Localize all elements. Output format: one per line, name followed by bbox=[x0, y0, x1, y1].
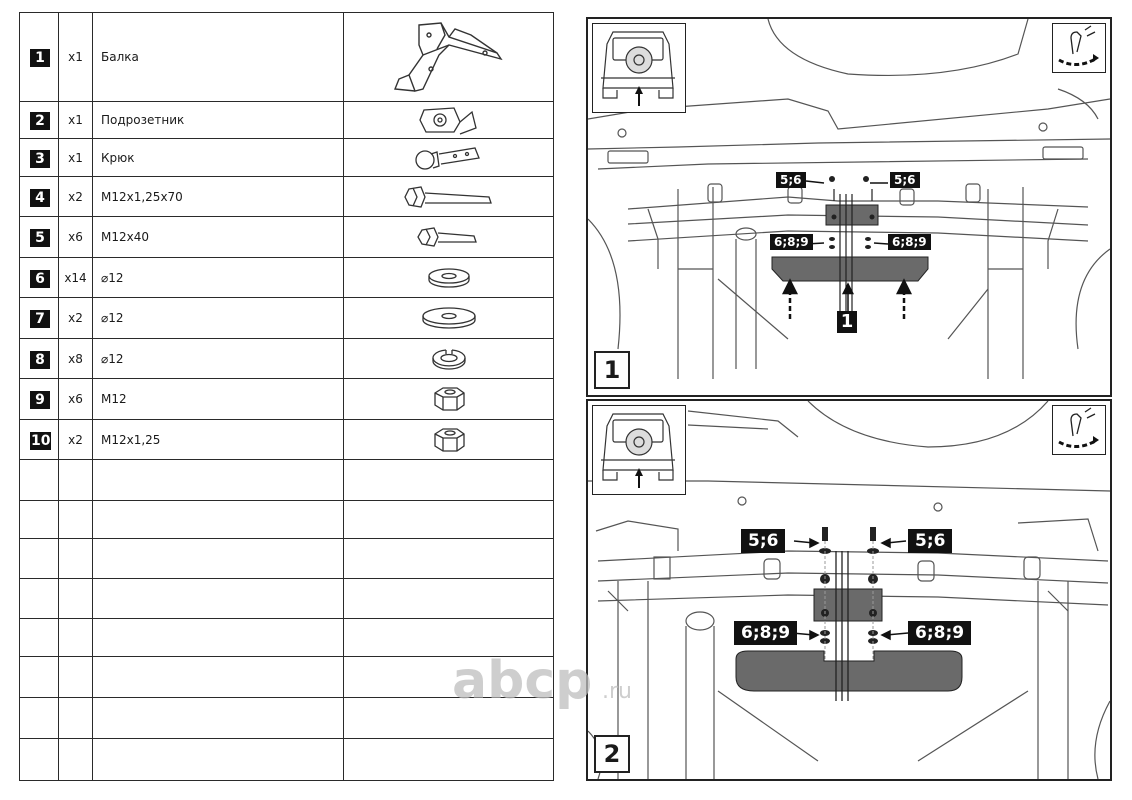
table-row-empty bbox=[19, 618, 554, 657]
part-number-badge: 5 bbox=[30, 229, 50, 247]
vehicle-underside-drawing-2 bbox=[588, 401, 1110, 779]
part-number-cell: 1 bbox=[19, 12, 59, 102]
part-name: M12 bbox=[92, 378, 344, 420]
vehicle-rear-view-thumbnail bbox=[592, 23, 686, 113]
hardware-label-5-6-left: 5;6 bbox=[776, 172, 806, 188]
table-row: 2 x1 Подрозетник bbox=[19, 101, 554, 139]
parts-table-body: 1 x1 Балка 2 x1 Подрозетник bbox=[19, 12, 554, 781]
part-qty: x6 bbox=[58, 216, 93, 258]
long-bolt-icon bbox=[343, 176, 554, 217]
part-number-badge: 8 bbox=[30, 350, 50, 369]
hardware-label-6-8-9-left: 6;8;9 bbox=[734, 621, 798, 645]
table-row-empty bbox=[19, 538, 554, 579]
part-qty: x8 bbox=[58, 338, 93, 379]
table-row: 10 x2 M12x1,25 bbox=[19, 419, 554, 460]
part-number-badge: 2 bbox=[30, 112, 50, 130]
table-row: 8 x8 ⌀12 bbox=[19, 338, 554, 379]
tow-beam-icon bbox=[343, 12, 554, 102]
table-row: 5 x6 M12x40 bbox=[19, 216, 554, 258]
part-number-badge: 10 bbox=[30, 431, 52, 450]
large-washer-icon bbox=[343, 297, 554, 339]
table-row-empty bbox=[19, 578, 554, 619]
hardware-label-5-6-right: 5;6 bbox=[890, 172, 920, 188]
part-qty: x6 bbox=[58, 378, 93, 420]
part-number-cell: 6 bbox=[19, 257, 59, 298]
part-number-cell: 3 bbox=[19, 138, 59, 177]
table-row: 7 x2 ⌀12 bbox=[19, 297, 554, 339]
table-row-empty bbox=[19, 459, 554, 501]
hardware-label-6-8-9-left: 6;8;9 bbox=[770, 234, 813, 250]
socket-bracket-icon bbox=[343, 101, 554, 139]
part-name: ⌀12 bbox=[92, 257, 344, 298]
part-qty: x1 bbox=[58, 101, 93, 139]
hardware-label-6-8-9-right: 6;8;9 bbox=[888, 234, 931, 250]
part-number-badge: 1 bbox=[30, 49, 50, 67]
part-name: ⌀12 bbox=[92, 297, 344, 339]
part-number-badge: 7 bbox=[30, 310, 50, 328]
part-name: Подрозетник bbox=[92, 101, 344, 139]
table-row-empty bbox=[19, 500, 554, 539]
vehicle-rear-view-thumbnail bbox=[592, 405, 686, 495]
part-qty: x2 bbox=[58, 419, 93, 460]
hex-nut-icon bbox=[343, 378, 554, 420]
part-number-cell: 8 bbox=[19, 338, 59, 379]
part-name: Крюк bbox=[92, 138, 344, 177]
part-number-badge: 9 bbox=[30, 391, 50, 409]
table-row-empty bbox=[19, 656, 554, 698]
assembly-step-2-panel: 5;6 5;6 6;8;9 6;8;9 2 bbox=[586, 399, 1112, 781]
part-qty: x14 bbox=[58, 257, 93, 298]
part-name: M12x40 bbox=[92, 216, 344, 258]
table-row: 1 x1 Балка bbox=[19, 12, 554, 102]
part-qty: x2 bbox=[58, 176, 93, 217]
hardware-label-6-8-9-right: 6;8;9 bbox=[908, 621, 972, 645]
hardware-label-5-6-left: 5;6 bbox=[741, 529, 786, 553]
wrench-tool-icon bbox=[1052, 23, 1106, 73]
parts-table: 1 x1 Балка 2 x1 Подрозетник bbox=[19, 12, 554, 781]
part-number-badge: 6 bbox=[30, 269, 50, 288]
part-qty: x2 bbox=[58, 297, 93, 339]
spring-washer-icon bbox=[343, 338, 554, 379]
part-name: Балка bbox=[92, 12, 344, 102]
table-row-empty bbox=[19, 697, 554, 739]
assembly-step-1-panel: 5;6 5;6 6;8;9 6;8;9 1 1 bbox=[586, 17, 1112, 397]
part-number-cell: 2 bbox=[19, 101, 59, 139]
table-row: 3 x1 Крюк bbox=[19, 138, 554, 177]
table-row: 4 x2 M12x1,25x70 bbox=[19, 176, 554, 217]
tow-hook-icon bbox=[343, 138, 554, 177]
flat-washer-icon bbox=[343, 257, 554, 298]
part-name: M12x1,25 bbox=[92, 419, 344, 460]
part-name: ⌀12 bbox=[92, 338, 344, 379]
part-number-cell: 9 bbox=[19, 378, 59, 420]
hardware-label-5-6-right: 5;6 bbox=[908, 529, 953, 553]
part-number-badge: 4 bbox=[30, 188, 50, 207]
table-row-empty bbox=[19, 738, 554, 781]
part-number-cell: 7 bbox=[19, 297, 59, 339]
hex-nut-fine-icon bbox=[343, 419, 554, 460]
part-qty: x1 bbox=[58, 12, 93, 102]
part-number-cell: 10 bbox=[19, 419, 59, 460]
part-1-reference-badge: 1 bbox=[837, 311, 857, 333]
part-qty: x1 bbox=[58, 138, 93, 177]
part-number-cell: 5 bbox=[19, 216, 59, 258]
part-number-cell: 4 bbox=[19, 176, 59, 217]
part-name: M12x1,25x70 bbox=[92, 176, 344, 217]
step-number-1: 1 bbox=[594, 351, 630, 389]
wrench-tool-icon bbox=[1052, 405, 1106, 455]
part-number-badge: 3 bbox=[30, 149, 50, 168]
table-row: 9 x6 M12 bbox=[19, 378, 554, 420]
short-bolt-icon bbox=[343, 216, 554, 258]
vehicle-underside-drawing-1 bbox=[588, 19, 1110, 379]
table-row: 6 x14 ⌀12 bbox=[19, 257, 554, 298]
step-number-2: 2 bbox=[594, 735, 630, 773]
